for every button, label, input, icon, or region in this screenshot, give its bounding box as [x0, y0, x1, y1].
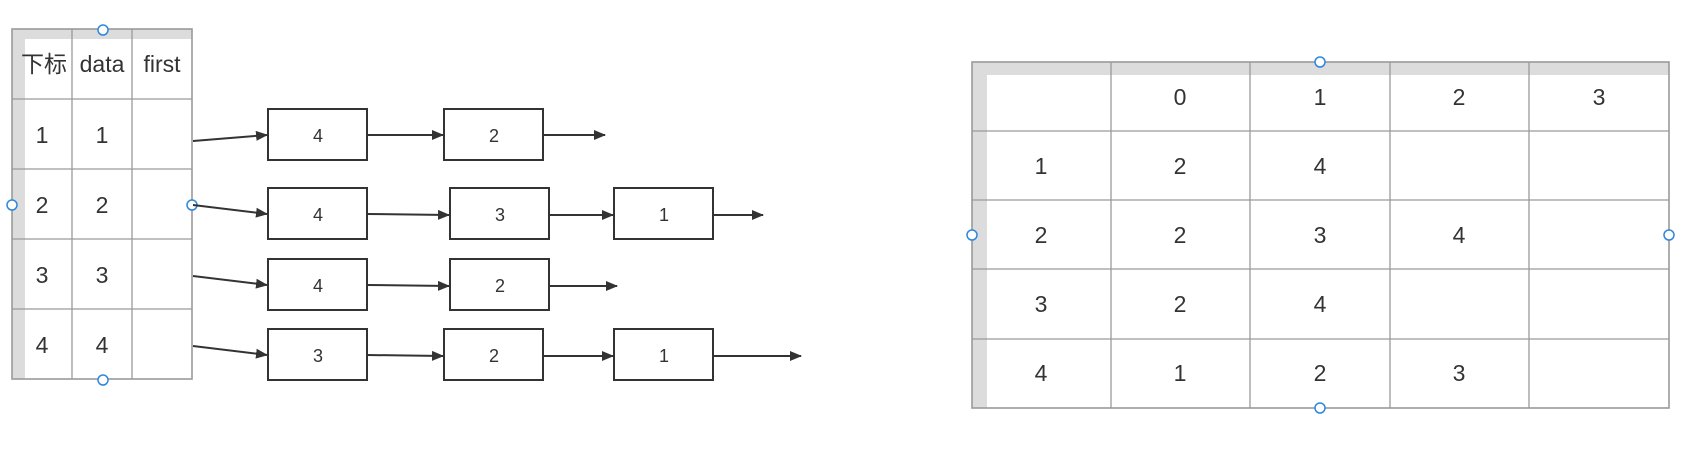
edge-node-value: 3	[495, 205, 505, 225]
edge-node[interactable]	[449, 187, 550, 240]
matrix-table-header-cell: 3	[1593, 84, 1606, 110]
matrix-table-cell: 3	[1314, 222, 1327, 248]
next-pointer-arrow	[366, 350, 444, 361]
edge-node-value: 2	[489, 126, 499, 146]
matrix-table-top-strip	[972, 62, 1669, 75]
head-pointer-arrow	[192, 204, 268, 218]
edge-node-value: 4	[313, 205, 323, 225]
head-pointer-arrow	[192, 345, 268, 359]
vertex-table-cell-data: 1	[96, 122, 109, 148]
edge-node[interactable]	[443, 108, 544, 161]
matrix-table-left-strip	[972, 62, 987, 408]
edge-node[interactable]	[443, 328, 544, 381]
edge-node-value: 4	[313, 126, 323, 146]
edge-node-value: 3	[313, 346, 323, 366]
vertex-table-cell-index: 4	[36, 332, 49, 358]
matrix-table-cell: 4	[1314, 153, 1327, 179]
matrix-table-header-cell: 1	[1314, 84, 1327, 110]
head-pointer-arrow	[192, 275, 268, 289]
matrix-table-cell: 1	[1174, 360, 1187, 386]
matrix-table-cell: 2	[1174, 153, 1187, 179]
matrix-table-cell: 2	[1174, 291, 1187, 317]
matrix-table-resize-handle-top[interactable]	[1314, 56, 1326, 68]
matrix-table-resize-handle-left[interactable]	[966, 229, 978, 241]
edge-node-value: 2	[495, 276, 505, 296]
matrix-table-cell: 3	[1453, 360, 1466, 386]
matrix-table-cell: 2	[1314, 360, 1327, 386]
vertex-table-left-strip	[12, 29, 25, 379]
edge-node[interactable]	[267, 258, 368, 311]
vertex-table[interactable]: 下标 data first 1 1 2 2 3 3 4 4	[11, 28, 193, 380]
edge-node-value: 1	[659, 205, 669, 225]
edge-node[interactable]	[613, 187, 714, 240]
next-pointer-arrow	[366, 280, 450, 291]
vertex-table-resize-handle-bottom[interactable]	[97, 374, 109, 386]
matrix-table-header-cell: 0	[1174, 84, 1187, 110]
edge-node[interactable]	[267, 187, 368, 240]
edge-node-value: 4	[313, 276, 323, 296]
vertex-table-cell-data: 3	[96, 262, 109, 288]
matrix-table-header-cell: 2	[1453, 84, 1466, 110]
vertex-table-cell-index: 1	[36, 122, 49, 148]
matrix-table-cell: 4	[1314, 291, 1327, 317]
vertex-table-header-index: 下标	[21, 51, 67, 77]
edge-node[interactable]	[613, 328, 714, 381]
matrix-table[interactable]: 0 1 2 3 1 2 4 2 2 3 4 3 2 4 4 1 2 3	[971, 61, 1670, 409]
vertex-table-cell-index: 2	[36, 192, 49, 218]
matrix-table-cell: 1	[1035, 153, 1048, 179]
matrix-table-resize-handle-right[interactable]	[1663, 229, 1675, 241]
vertex-table-resize-handle-left[interactable]	[6, 199, 18, 211]
vertex-table-cell-data: 4	[96, 332, 109, 358]
matrix-table-cell: 4	[1035, 360, 1048, 386]
vertex-table-cell-index: 3	[36, 262, 49, 288]
edge-node-value: 2	[489, 346, 499, 366]
matrix-table-cell: 4	[1453, 222, 1466, 248]
matrix-table-cell: 2	[1035, 222, 1048, 248]
edge-node[interactable]	[449, 258, 550, 311]
edge-node[interactable]	[267, 328, 368, 381]
edge-node[interactable]	[267, 108, 368, 161]
matrix-table-resize-handle-bottom[interactable]	[1314, 402, 1326, 414]
next-pointer-arrow	[366, 209, 450, 220]
vertex-table-resize-handle-top[interactable]	[97, 24, 109, 36]
vertex-table-header-first: first	[143, 51, 181, 77]
vertex-table-cell-data: 2	[96, 192, 109, 218]
head-pointer-arrow	[192, 130, 268, 142]
adjacency-lists: 4 2 4 3 1 4 2 3 2 1	[192, 108, 802, 381]
vertex-table-header-data: data	[80, 51, 125, 77]
matrix-table-cell: 3	[1035, 291, 1048, 317]
edge-node-value: 1	[659, 346, 669, 366]
matrix-table-cell: 2	[1174, 222, 1187, 248]
